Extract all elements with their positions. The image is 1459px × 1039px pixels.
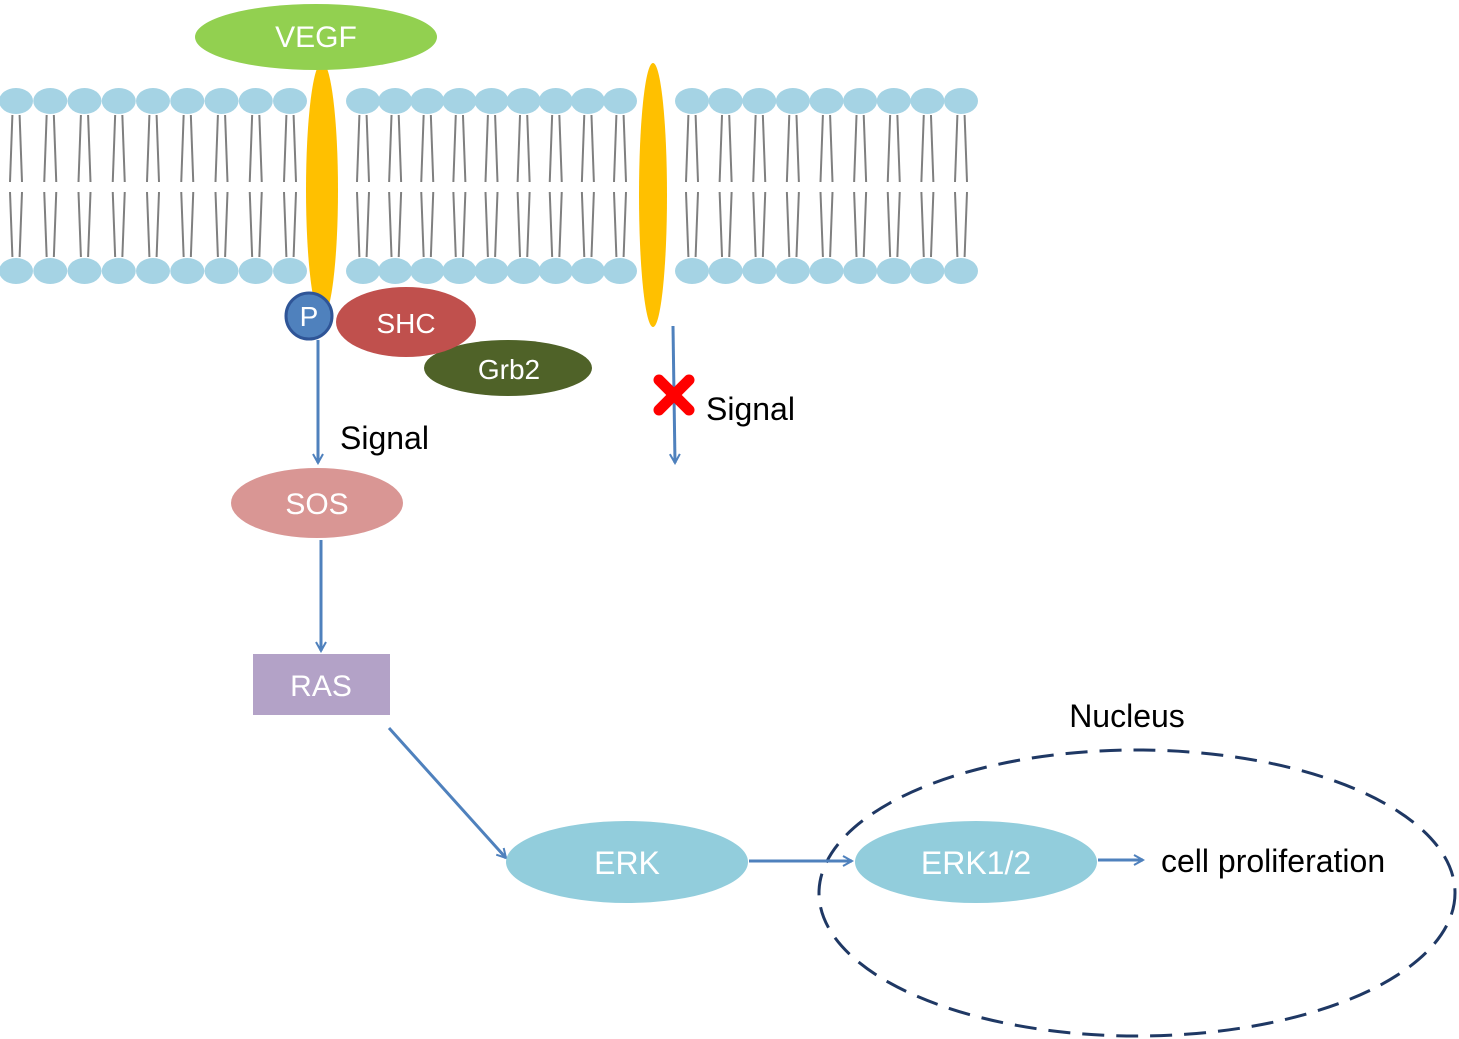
lipid-head [603,258,637,284]
lipid-head [204,88,239,114]
lipid-head [876,258,911,284]
lipid-head [378,258,413,284]
lipid-head [708,258,743,284]
lipid-head [538,258,573,284]
erk12-node [855,821,1097,903]
lipid-head [570,88,605,114]
lipid-head [136,88,170,114]
shc-label: SHC [376,308,435,339]
lipid-head [742,258,777,284]
lipid-head [238,258,273,284]
signal-blocked-label: Signal [706,391,795,427]
lipid-head [238,88,273,114]
lipid-head [0,258,33,284]
lipid-head [675,88,709,114]
lipid-head [273,88,307,114]
lipid-head [876,88,911,114]
lipid-head [570,258,605,284]
vegf-receptor [306,62,338,318]
lipid-head [101,258,136,284]
lipid-head [0,88,33,114]
lipid-head [33,258,68,284]
lipid-head [506,258,541,284]
shc-node [336,287,476,357]
ras-label: RAS [290,670,352,703]
lipid-head [775,88,810,114]
lipid-head [410,88,445,114]
lipid-head [708,88,743,114]
lipid-head [910,258,945,284]
lipid-head [910,88,945,114]
signal-active-label: Signal [340,420,429,456]
lipid-head [442,88,477,114]
erk-label: ERK [594,845,660,881]
lipid-head [136,258,170,284]
vegf-label: VEGF [275,21,357,54]
lipid-head [506,88,541,114]
lipid-head [67,88,102,114]
sos-node [231,468,403,538]
nucleus-boundary [817,748,1457,1038]
lipid-head [843,258,878,284]
lipid-head [33,88,68,114]
inactive-receptor [639,63,667,327]
grb2-label: Grb2 [478,354,540,385]
lipid-head [775,258,810,284]
lipid-head [843,88,878,114]
cell-membrane [0,88,978,284]
erk-node [506,821,748,903]
outcome-label: cell proliferation [1161,843,1385,879]
lipid-head [538,88,573,114]
lipid-head [474,88,509,114]
lipid-head [675,258,709,284]
lipid-head [474,258,509,284]
lipid-head [809,258,844,284]
erk12-label: ERK1/2 [921,845,1031,881]
lipid-head [742,88,777,114]
arrow-ras-to-erk [387,726,506,858]
membrane-segment [675,88,978,284]
phosphate-label: P [300,301,319,332]
lipid-head [809,88,844,114]
lipid-head [944,258,978,284]
lipid-head [101,88,136,114]
lipid-head [170,88,205,114]
lipid-head [170,258,205,284]
ras-node [253,654,390,715]
lipid-head [204,258,239,284]
lipid-head [410,258,445,284]
membrane-segment [346,88,637,284]
grb2-node [424,340,592,396]
lipid-head [378,88,413,114]
lipid-head [944,88,978,114]
vegf-ligand [195,4,437,70]
nucleus-label: Nucleus [1069,698,1185,734]
lipid-head [67,258,102,284]
lipid-head [346,258,380,284]
lipid-head [442,258,477,284]
lipid-head [603,88,637,114]
lipid-head [346,88,380,114]
membrane-segment [0,88,307,284]
phosphate-node [284,291,334,341]
sos-label: SOS [285,488,348,521]
lipid-head [273,258,307,284]
block-x-icon [653,374,695,416]
